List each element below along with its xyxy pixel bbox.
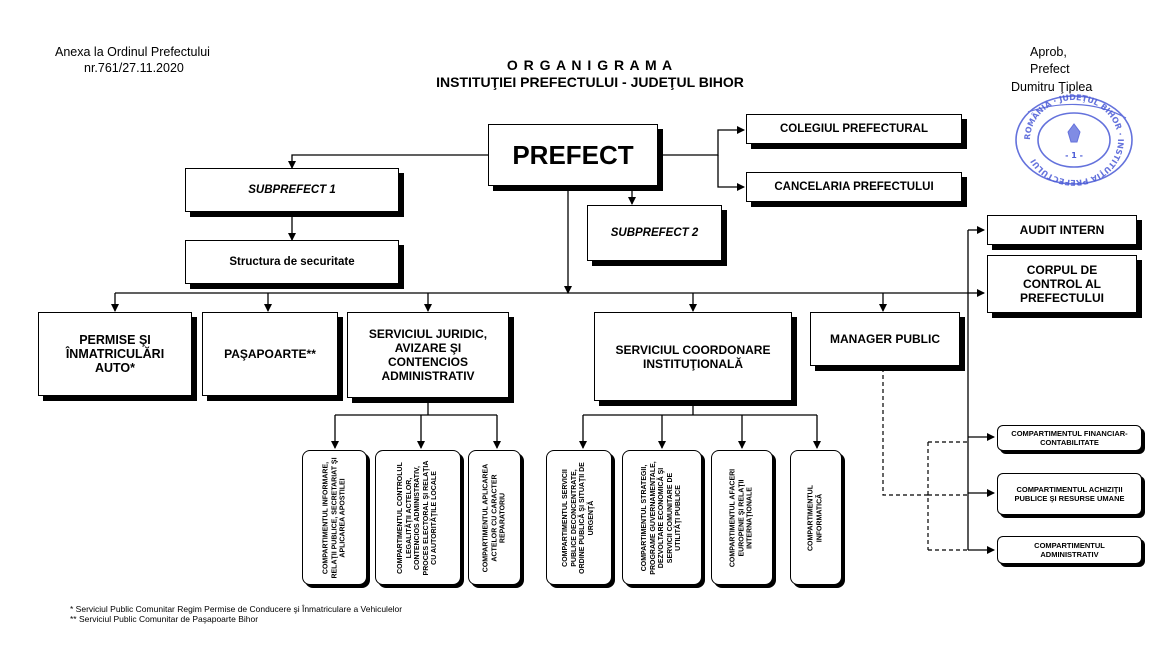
subprefect-2-label: SUBPREFECT 2 bbox=[610, 227, 699, 239]
prefect-label: PREFECT bbox=[512, 140, 634, 170]
prefect-box: PREFECT bbox=[488, 124, 658, 186]
coordonare-label: SERVICIUL COORDONARE INSTITUŢIONALĂ bbox=[615, 342, 771, 371]
cancelaria-label: CANCELARIA PREFECTULUI bbox=[774, 181, 934, 193]
approve-line-2: Prefect bbox=[1030, 62, 1070, 76]
comp-informatica-label: COMPARTIMENTUL INFORMATICĂ bbox=[807, 484, 824, 551]
page-subtitle: INSTITUŢIEI PREFECTULUI - JUDEŢUL BIHOR bbox=[436, 74, 744, 90]
comp-achizitii-label: COMPARTIMENTUL ACHIZIŢII PUBLICE ŞI RESU… bbox=[1014, 485, 1125, 503]
comp-strategii-label: COMPARTIMENTUL STRATEGII, PROGRAME GUVER… bbox=[640, 460, 682, 575]
comp-administrativ-box: COMPARTIMENTUL ADMINISTRATIV bbox=[997, 536, 1142, 564]
official-stamp: ROMÂNIA · JUDEŢUL BIHOR · INSTITUŢIA PRE… bbox=[998, 92, 1150, 188]
corpul-control-box: CORPUL DE CONTROL AL PREFECTULUI bbox=[987, 255, 1137, 313]
comp-informatica-box: COMPARTIMENTUL INFORMATICĂ bbox=[790, 450, 842, 585]
serviciul-coordonare-box: SERVICIUL COORDONARE INSTITUŢIONALĂ bbox=[594, 312, 792, 401]
comp-financiar-label: COMPARTIMENTUL FINANCIAR-CONTABILITATE bbox=[1011, 429, 1128, 447]
comp-achizitii-box: COMPARTIMENTUL ACHIZIŢII PUBLICE ŞI RESU… bbox=[997, 473, 1142, 515]
page-title: O R G A N I G R A M A bbox=[506, 57, 674, 73]
approve-line-1: Aprob, bbox=[1030, 45, 1067, 59]
comp-administrativ-label: COMPARTIMENTUL ADMINISTRATIV bbox=[1034, 541, 1105, 559]
comp-afaceri-europene-box: COMPARTIMENTUL AFACERI EUROPENE ŞI RELAŢ… bbox=[711, 450, 773, 585]
cancelaria-prefectului-box: CANCELARIA PREFECTULUI bbox=[746, 172, 962, 202]
audit-intern-box: AUDIT INTERN bbox=[987, 215, 1137, 245]
comp-servicii-deconcentrate-box: COMPARTIMENTUL SERVICII PUBLICE DECONCEN… bbox=[546, 450, 612, 585]
stamp-number: - 1 - bbox=[1065, 151, 1083, 160]
colegiul-prefectural-box: COLEGIUL PREFECTURAL bbox=[746, 114, 962, 144]
colegiul-label: COLEGIUL PREFECTURAL bbox=[779, 123, 928, 135]
subprefect-1-label: SUBPREFECT 1 bbox=[248, 184, 336, 196]
comp-afaceri-europene-label: COMPARTIMENTUL AFACERI EUROPENE ŞI RELAŢ… bbox=[729, 468, 754, 567]
juridic-label: SERVICIUL JURIDIC, AVIZARE ŞI CONTENCIOS… bbox=[368, 327, 488, 383]
subprefect-1-box: SUBPREFECT 1 bbox=[185, 168, 399, 212]
comp-reparatoriu-box: COMPARTIMENTUL APLICAREA ACTELOR CU CARA… bbox=[468, 450, 521, 585]
annex-line-2: nr.761/27.11.2020 bbox=[84, 61, 184, 75]
comp-strategii-box: COMPARTIMENTUL STRATEGII, PROGRAME GUVER… bbox=[622, 450, 702, 585]
footnote-1: * Serviciul Public Comunitar Regim Permi… bbox=[70, 604, 403, 614]
permise-box: PERMISE ŞI ÎNMATRICULĂRI AUTO* bbox=[38, 312, 192, 396]
pasapoarte-box: PAŞAPOARTE** bbox=[202, 312, 338, 396]
annex-line-1: Anexa la Ordinul Prefectului bbox=[55, 45, 210, 59]
comp-informare-box: COMPARTIMENTUL INFORMARE, RELAŢII PUBLIC… bbox=[302, 450, 367, 585]
audit-label: AUDIT INTERN bbox=[1019, 223, 1105, 237]
securitate-label: Structura de securitate bbox=[229, 256, 355, 268]
comp-servicii-deconcentrate-label: COMPARTIMENTUL SERVICII PUBLICE DECONCEN… bbox=[562, 461, 595, 574]
structura-securitate-box: Structura de securitate bbox=[185, 240, 399, 284]
serviciul-juridic-box: SERVICIUL JURIDIC, AVIZARE ŞI CONTENCIOS… bbox=[347, 312, 509, 398]
permise-label: PERMISE ŞI ÎNMATRICULĂRI AUTO* bbox=[65, 333, 165, 375]
corpul-label: CORPUL DE CONTROL AL PREFECTULUI bbox=[1020, 263, 1104, 305]
comp-financiar-box: COMPARTIMENTUL FINANCIAR-CONTABILITATE bbox=[997, 425, 1142, 451]
subprefect-2-box: SUBPREFECT 2 bbox=[587, 205, 722, 261]
pasapoarte-label: PAŞAPOARTE** bbox=[224, 347, 316, 361]
comp-reparatoriu-label: COMPARTIMENTUL APLICAREA ACTELOR CU CARA… bbox=[481, 463, 506, 572]
comp-controlul-legalitatii-box: COMPARTIMENTUL CONTROLUL LEGALITĂŢII ACT… bbox=[375, 450, 461, 585]
comp-controlul-legalitatii-label: COMPARTIMENTUL CONTROLUL LEGALITĂŢII ACT… bbox=[396, 460, 438, 575]
approve-line-3: Dumitru Ţiplea bbox=[1011, 80, 1093, 94]
manager-label: MANAGER PUBLIC bbox=[830, 332, 940, 346]
footnote-2: ** Serviciul Public Comunitar de Paşapoa… bbox=[70, 614, 259, 624]
comp-informare-label: COMPARTIMENTUL INFORMARE, RELAŢII PUBLIC… bbox=[321, 456, 346, 579]
manager-public-box: MANAGER PUBLIC bbox=[810, 312, 960, 366]
